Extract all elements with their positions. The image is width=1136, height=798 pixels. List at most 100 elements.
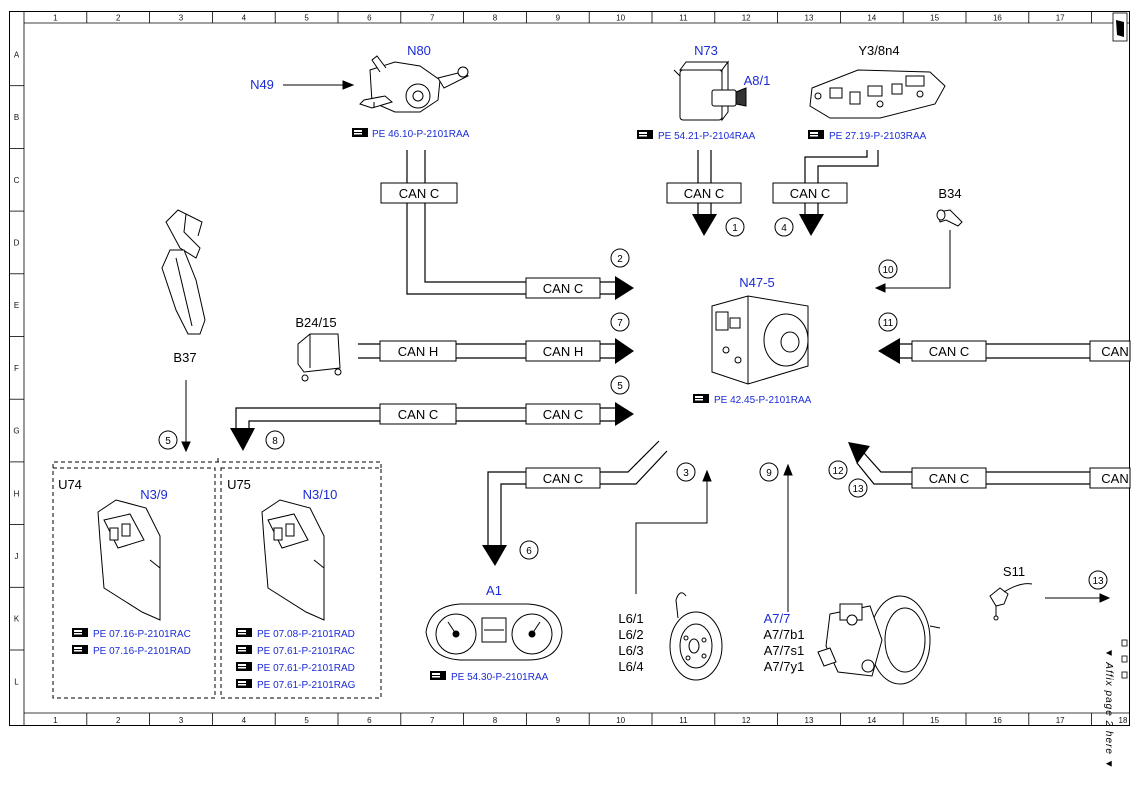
bus-label-can-c: CAN C	[929, 471, 969, 486]
grid-column-label: 14	[867, 14, 876, 23]
component-label-u74: U74	[58, 477, 82, 492]
grid-column-label: 17	[1056, 716, 1065, 725]
marker-8: 8	[272, 436, 278, 447]
component-label-n73: N73	[694, 43, 718, 58]
accelerator-pedal-image	[161, 209, 206, 335]
grid-column-label: 17	[1056, 14, 1065, 23]
grid-column-label: 2	[116, 716, 121, 725]
component-label-l6-2: L6/2	[618, 627, 643, 642]
grid-column-label: 15	[930, 14, 939, 23]
reference-link-u75[interactable]: PE 07.61-P-2101RAD	[257, 663, 355, 674]
brake-disc-image	[669, 592, 723, 681]
marker-5: 5	[617, 381, 623, 392]
bus-label-can-c: CAN C	[399, 186, 439, 201]
brake-fluid-switch-image	[989, 583, 1033, 621]
component-label-b24-15: B24/15	[295, 315, 336, 330]
reference-pointer-icon	[808, 130, 824, 139]
reference-link-u75[interactable]: PE 07.61-P-2101RAC	[257, 646, 355, 657]
grid-row-label: E	[14, 301, 19, 310]
marker-9: 9	[766, 468, 772, 479]
marker-13: 13	[852, 484, 864, 495]
grid-column-label: 18	[1119, 716, 1128, 725]
bus-label-can-c: CAN C	[543, 471, 583, 486]
affix-page-note: ▼ Affix page 2 here ▼	[1103, 648, 1114, 770]
bus-label-can-h: CAN H	[398, 344, 438, 359]
reference-link-a1[interactable]: PE 54.30-P-2101RAA	[451, 672, 549, 683]
grid-column-label: 5	[304, 716, 309, 725]
engine-control-unit-n3-9-image	[97, 499, 161, 621]
reference-pointer-icon	[236, 628, 252, 637]
marker-10: 10	[882, 265, 894, 276]
bus-labels: CAN C CAN C CAN C CAN C CAN H CAN H CAN …	[398, 186, 1129, 486]
bus-label-can-c: CAN C	[929, 344, 969, 359]
component-label-a7-7: A7/7	[764, 611, 791, 626]
component-label-a8-1: A8/1	[744, 73, 771, 88]
bus-label-can-partial: CAN	[1101, 471, 1128, 486]
grid-column-label: 4	[242, 716, 247, 725]
component-label-n47-5: N47-5	[739, 275, 774, 290]
component-label-l6-1: L6/1	[618, 611, 643, 626]
grid-row-label: F	[14, 364, 19, 373]
engine-control-unit-n3-10-image	[261, 499, 325, 621]
bus-label-can-c: CAN C	[398, 407, 438, 422]
component-label-b34: B34	[938, 186, 961, 201]
grid-column-label: 12	[742, 14, 751, 23]
bus-label-can-c: CAN C	[790, 186, 830, 201]
grid-column-label: 11	[679, 14, 688, 23]
grid-column-label: 9	[556, 716, 561, 725]
component-label-n3-10: N3/10	[303, 487, 338, 502]
yaw-rate-sensor-image	[297, 333, 342, 382]
grid-column-label: 6	[367, 14, 372, 23]
grid-row-label: L	[14, 677, 19, 686]
reference-link-n73[interactable]: PE 54.21-P-2104RAA	[658, 131, 756, 142]
component-label-u75: U75	[227, 477, 251, 492]
marker-5: 5	[165, 436, 171, 447]
component-label-b37: B37	[173, 350, 196, 365]
component-label-a7-7s1: A7/7s1	[764, 643, 804, 658]
reference-link-y3[interactable]: PE 27.19-P-2103RAA	[829, 131, 927, 142]
reference-link-u74[interactable]: PE 07.16-P-2101RAD	[93, 646, 191, 657]
grid-column-label: 3	[179, 14, 184, 23]
grid-row-label: G	[13, 427, 19, 436]
marker-1: 1	[732, 223, 738, 234]
marker-7: 7	[617, 318, 623, 329]
grid-frame: 1122334455667788991010111112121313141415…	[9, 11, 1130, 726]
grid-column-label: 12	[742, 716, 751, 725]
grid-row-label: C	[14, 176, 20, 185]
reference-link-u74[interactable]: PE 07.16-P-2101RAC	[93, 629, 191, 640]
grid-column-label: 2	[116, 14, 121, 23]
grid-column-label: 7	[430, 716, 435, 725]
grid-column-label: 13	[805, 716, 814, 725]
grid-row-label: A	[14, 50, 20, 59]
marker-13: 13	[1092, 576, 1104, 587]
grid-column-label: 14	[867, 716, 876, 725]
reference-pointer-icon	[72, 645, 88, 654]
component-label-n80: N80	[407, 43, 431, 58]
grid-column-label: 8	[493, 14, 498, 23]
arrow-heads	[230, 214, 900, 566]
esp-control-unit-image	[711, 295, 809, 385]
grid-column-label: 10	[616, 716, 625, 725]
reference-link-u75[interactable]: PE 07.08-P-2101RAD	[257, 629, 355, 640]
grid-column-label: 16	[993, 716, 1002, 725]
component-label-n49: N49	[250, 77, 274, 92]
grid-column-label: 10	[616, 14, 625, 23]
grid-column-label: 1	[53, 716, 58, 725]
component-label-a7-7b1: A7/7b1	[763, 627, 804, 642]
reference-link-u75[interactable]: PE 07.61-P-2101RAG	[257, 680, 356, 691]
bus-label-can-h: CAN H	[543, 344, 583, 359]
transmission-control-image	[809, 69, 946, 119]
engine-control-group	[52, 458, 382, 699]
reference-link-n47[interactable]: PE 42.45-P-2101RAA	[714, 395, 812, 406]
grid-row-label: H	[14, 489, 20, 498]
grid-column-label: 5	[304, 14, 309, 23]
grid-column-label: 13	[805, 14, 814, 23]
reference-pointer-icon	[236, 679, 252, 688]
grid-row-label: K	[14, 615, 20, 624]
bus-label-can-c: CAN C	[543, 281, 583, 296]
ignition-switch-image	[673, 60, 747, 122]
reference-pointer-icon	[352, 128, 368, 137]
reference-link-n80[interactable]: PE 46.10-P-2101RAA	[372, 129, 470, 140]
component-label-s11: S11	[1003, 564, 1025, 579]
